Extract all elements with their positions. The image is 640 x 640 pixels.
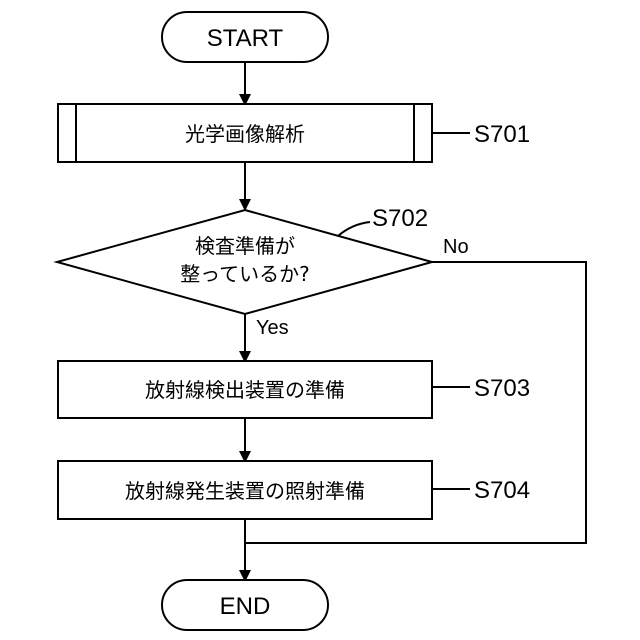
process-s701-label: 光学画像解析: [185, 122, 305, 146]
ref-s703: S703: [474, 375, 530, 402]
start-label: START: [207, 25, 284, 52]
branch-no-label: No: [443, 236, 469, 258]
process-s704-label: 放射線発生装置の照射準備: [125, 479, 365, 503]
ref-s702: S702: [372, 205, 428, 232]
branch-yes-label: Yes: [256, 317, 289, 339]
decision-s702-line2: 整っているか?: [180, 262, 310, 286]
ref-s704: S704: [474, 477, 530, 504]
decision-s702-line1: 検査準備が: [195, 234, 295, 258]
process-s703-label: 放射線検出装置の準備: [145, 378, 345, 402]
end-label: END: [220, 593, 271, 620]
ref-s701: S701: [474, 121, 530, 148]
leader-s702: [338, 222, 370, 236]
